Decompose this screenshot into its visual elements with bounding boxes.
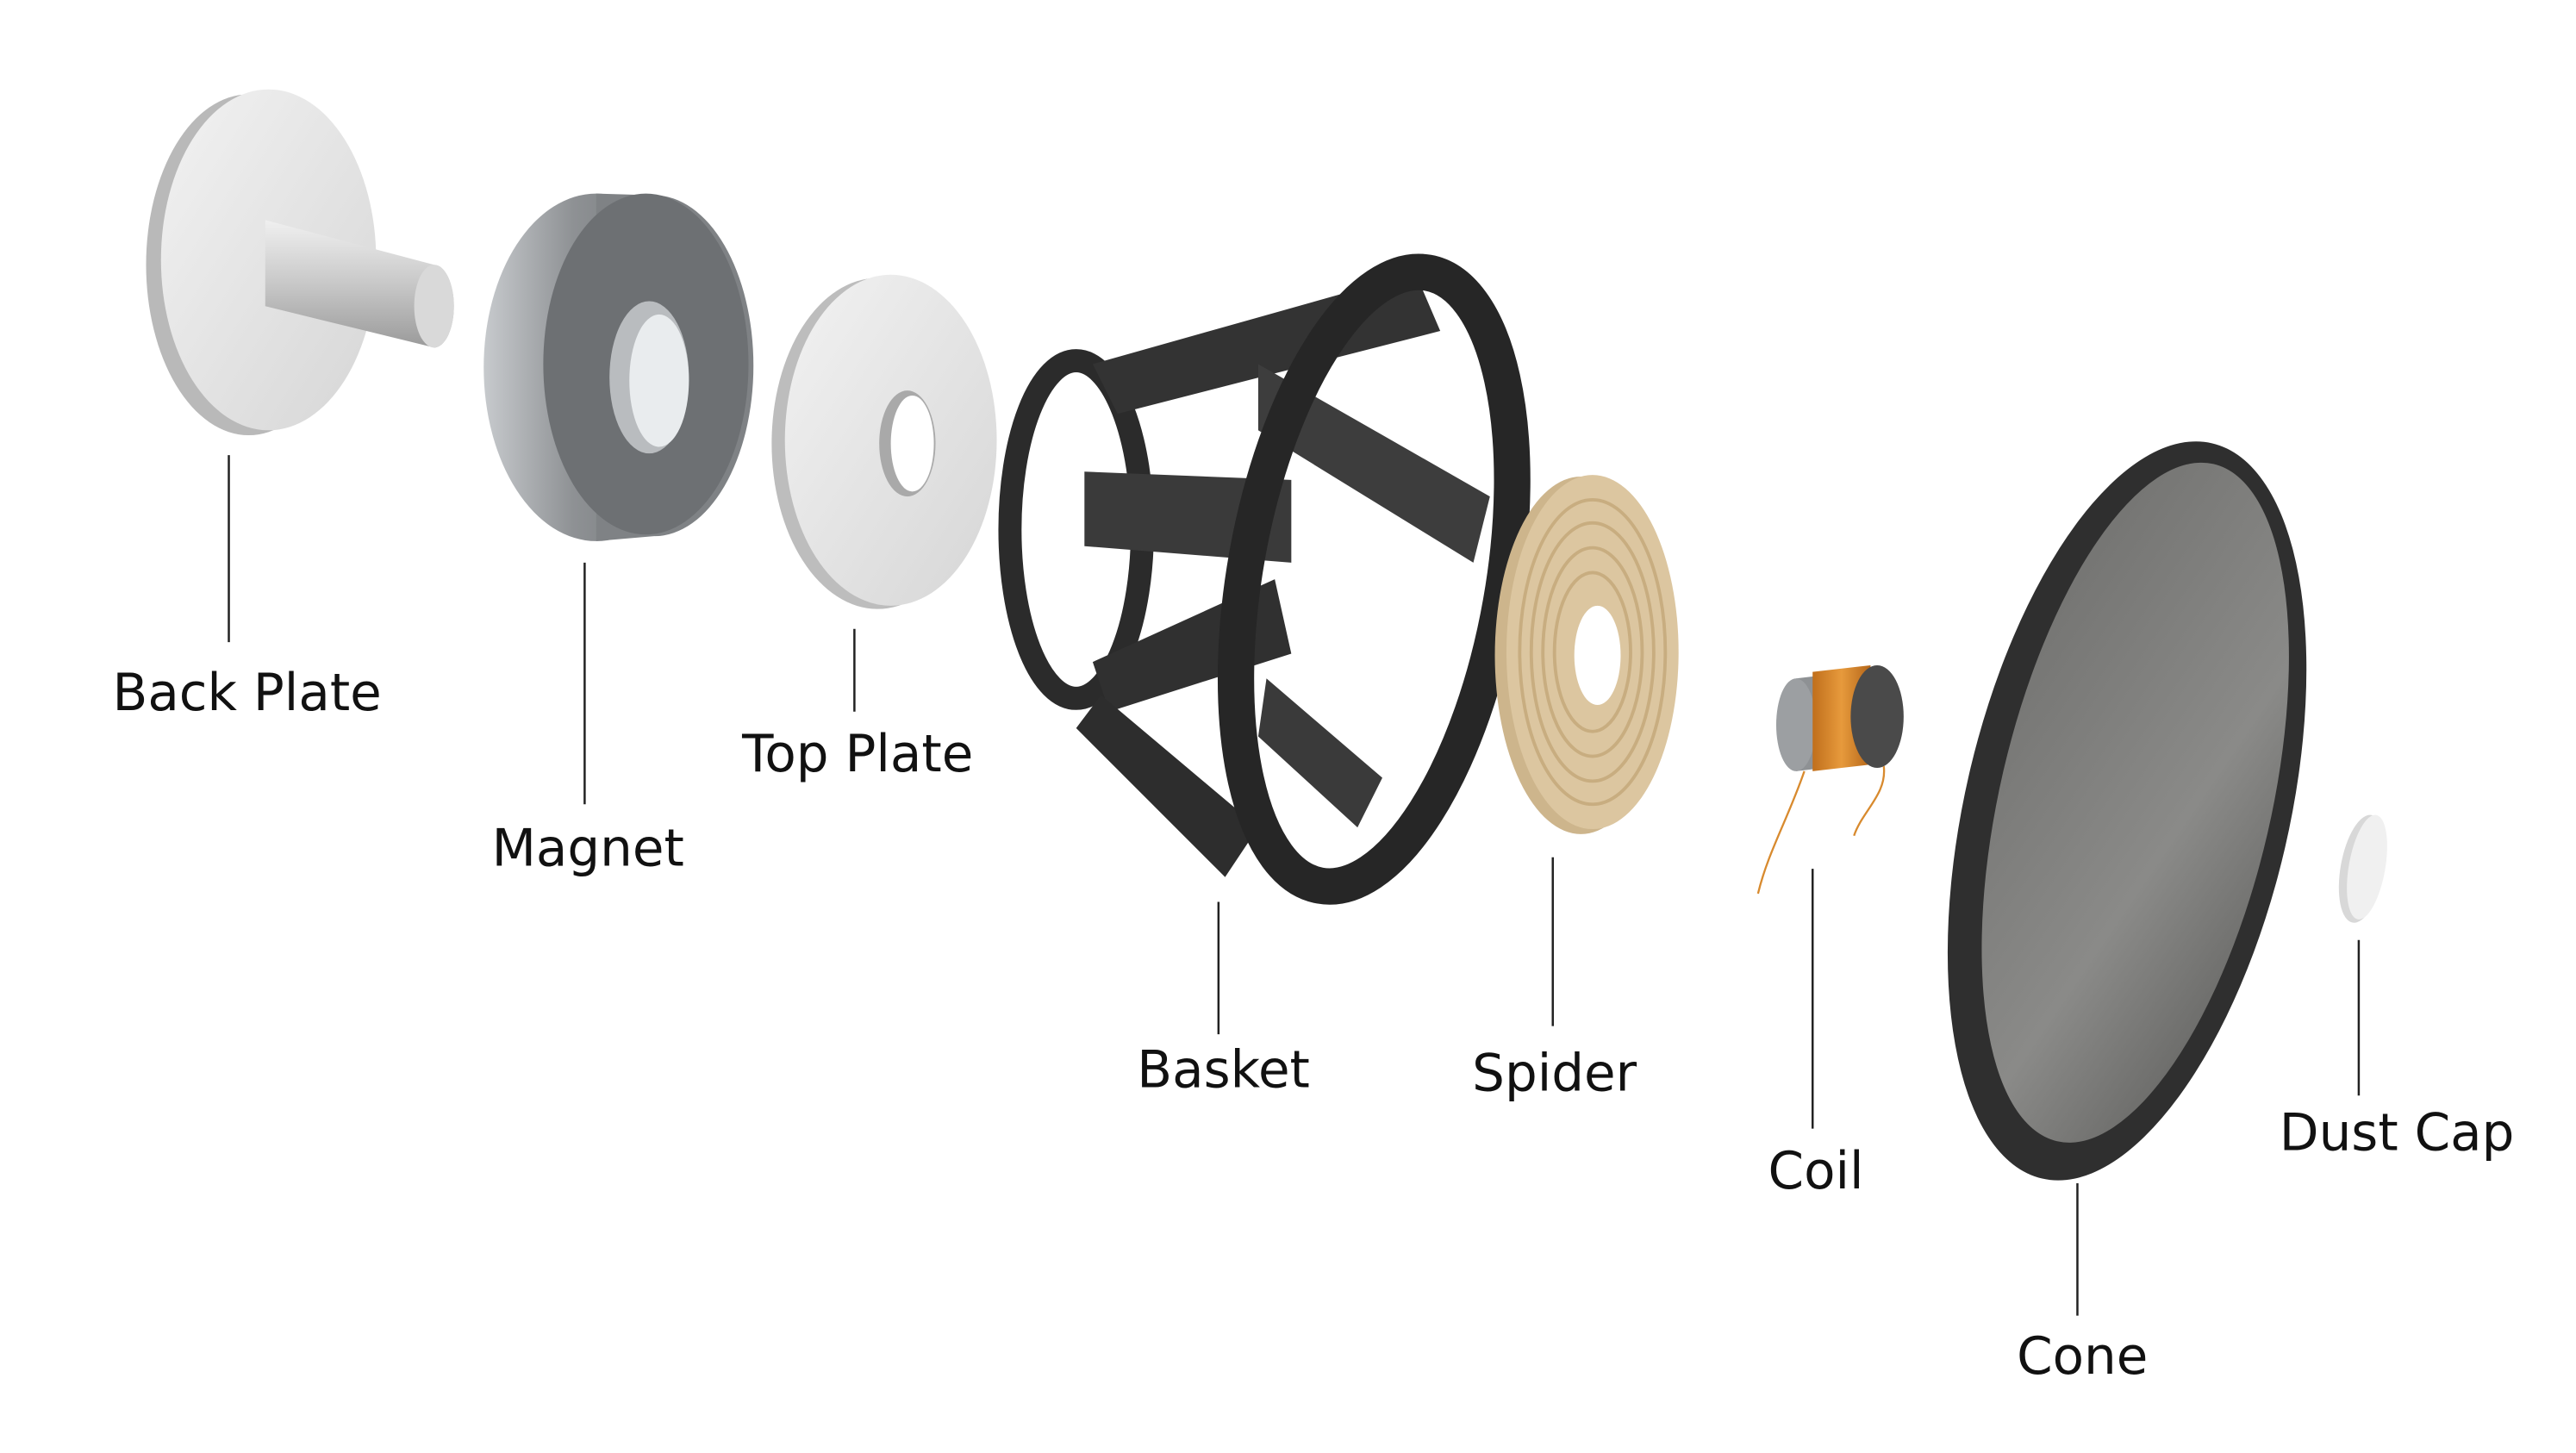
dust-cap [2338, 814, 2387, 923]
coil [1756, 664, 1904, 895]
back-plate [146, 89, 454, 436]
label-basket: Basket [1137, 1041, 1310, 1101]
basket [998, 253, 1531, 905]
label-dust-cap: Dust Cap [2280, 1104, 2515, 1163]
label-cone: Cone [2017, 1327, 2148, 1387]
magnet [483, 193, 754, 541]
top-plate [771, 274, 997, 609]
label-spider: Spider [1472, 1044, 1637, 1103]
label-back-plate: Back Plate [113, 664, 382, 723]
label-coil: Coil [1768, 1142, 1864, 1201]
cone [1947, 441, 2307, 1181]
label-top-plate: Top Plate [741, 725, 973, 784]
spider [1494, 475, 1679, 834]
label-magnet: Magnet [492, 819, 684, 878]
